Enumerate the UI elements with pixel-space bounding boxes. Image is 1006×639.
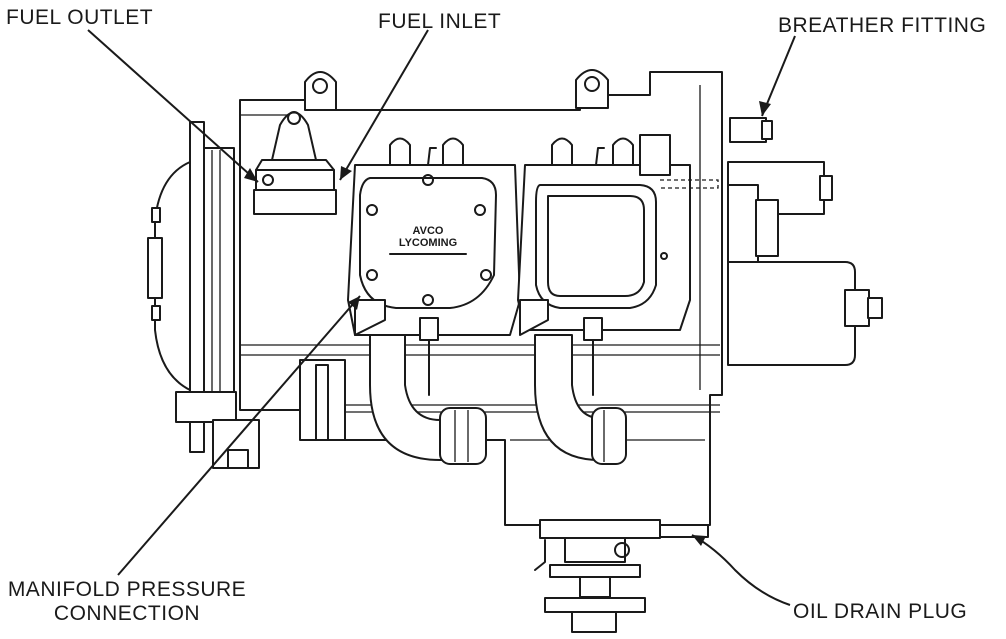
cylinder-right: [517, 137, 691, 331]
callout-fuel-inlet: FUEL INLET: [378, 10, 502, 33]
callout-oil-drain-plug: OIL DRAIN PLUG: [793, 600, 968, 623]
engine-stamp: AVCO LYCOMING: [390, 225, 466, 249]
engine-stamp-line2: LYCOMING: [398, 237, 458, 249]
accessory-housing: [639, 117, 883, 366]
leader-lines: [87, 29, 796, 606]
callout-breather-fitting: BREATHER FITTING: [778, 14, 987, 37]
callout-fuel-outlet: FUEL OUTLET: [6, 6, 154, 29]
cylinder-left: [347, 137, 521, 336]
callout-manifold-pressure-line2: CONNECTION: [53, 602, 201, 625]
fuel-pump: [253, 111, 337, 215]
lifting-eyes: [304, 69, 609, 111]
propeller-flange: [147, 121, 260, 469]
intake-pipes: [299, 299, 627, 465]
carburetor: [534, 519, 709, 633]
engine-stamp-line1: AVCO: [412, 225, 444, 237]
callout-manifold-pressure-line1: MANIFOLD PRESSURE: [7, 578, 247, 601]
